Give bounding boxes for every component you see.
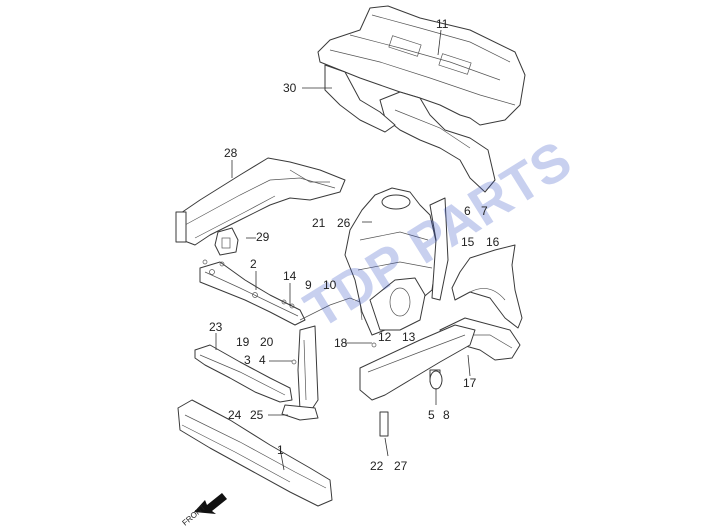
- arrow-icon: [194, 493, 227, 514]
- stay-part-6-7: [429, 197, 449, 301]
- callout-13: 13: [402, 330, 416, 344]
- inner-panel-part: [369, 277, 426, 331]
- front-apron-part: [359, 324, 476, 437]
- front-fender-part: [451, 244, 523, 329]
- callout-24: 24: [228, 408, 242, 422]
- callout-27: 27: [394, 459, 408, 473]
- callout-23: 23: [209, 320, 223, 334]
- callout-18: 18: [334, 336, 348, 350]
- lower-member-part: [194, 344, 293, 403]
- callout-11: 11: [436, 17, 449, 31]
- callout-6: 6: [464, 204, 471, 218]
- radiator-stay-part: [281, 325, 319, 421]
- callout-2: 2: [250, 257, 257, 271]
- callout-14: 14: [283, 269, 297, 283]
- callout-12: 12: [378, 330, 392, 344]
- callout-labels: 11 30 28 6 7 21 26 29 15 16 2 14 9 10 23…: [209, 17, 500, 473]
- callout-26: 26: [337, 216, 351, 230]
- watermark-text: TDP PARTS: [295, 130, 582, 340]
- callout-21: 21: [312, 216, 326, 230]
- watermark: TDP PARTS: [295, 130, 582, 340]
- front-direction-arrow: FRONT: [181, 493, 227, 528]
- callout-3: 3: [244, 353, 251, 367]
- callout-4: 4: [259, 353, 266, 367]
- callout-30: 30: [283, 81, 297, 95]
- cowl-panel-part: [317, 5, 526, 193]
- callout-8: 8: [443, 408, 450, 422]
- callout-9: 9: [305, 278, 312, 292]
- callout-1: 1: [277, 443, 284, 457]
- callout-25: 25: [250, 408, 264, 422]
- callout-10: 10: [323, 278, 337, 292]
- callout-16: 16: [486, 235, 500, 249]
- callout-20: 20: [260, 335, 274, 349]
- callout-28: 28: [224, 146, 238, 160]
- front-label: FRONT: [181, 503, 208, 528]
- bracket-part-29: [214, 227, 239, 256]
- leader-lines: [215, 29, 471, 471]
- callout-7: 7: [481, 204, 488, 218]
- callout-17: 17: [463, 376, 477, 390]
- bumper-beam-part: [177, 399, 333, 507]
- callout-19: 19: [236, 335, 250, 349]
- callout-22: 22: [370, 459, 384, 473]
- callout-5: 5: [428, 408, 435, 422]
- side-member-part: [175, 157, 346, 246]
- callout-29: 29: [256, 230, 270, 244]
- callout-15: 15: [461, 235, 475, 249]
- upper-radiator-support-part: [199, 261, 306, 326]
